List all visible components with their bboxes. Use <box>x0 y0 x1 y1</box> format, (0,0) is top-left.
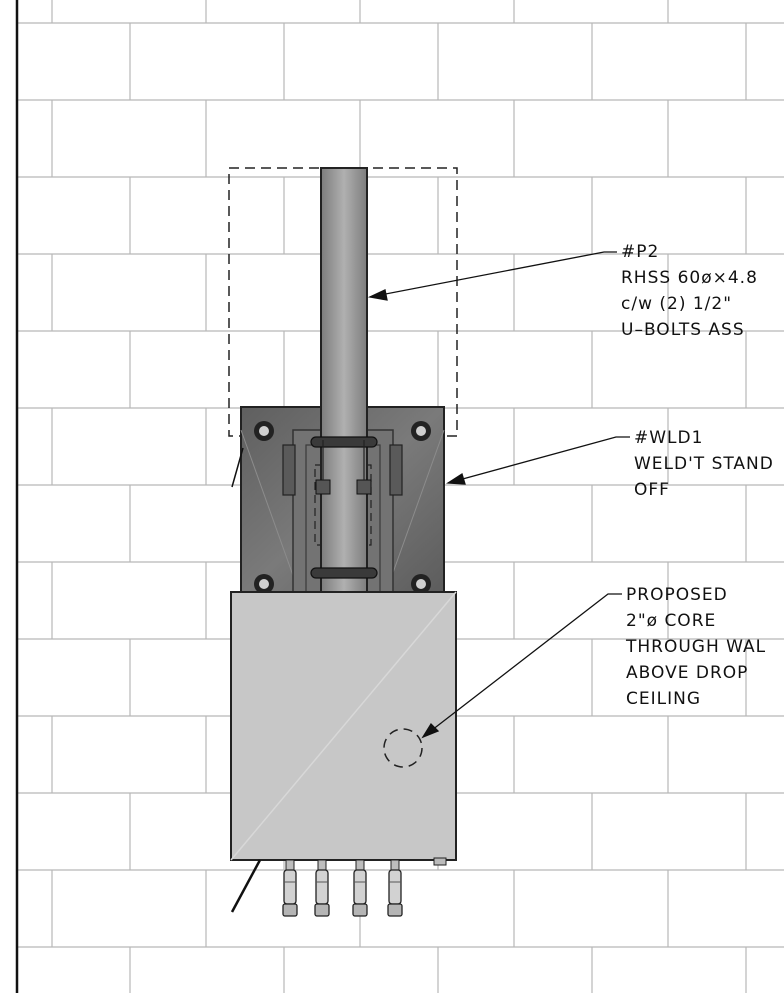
vertical-pipe <box>310 167 378 596</box>
callout-p2-line-3: c/w (2) 1/2" <box>621 294 732 314</box>
cable-gland-icon <box>314 859 330 917</box>
leader-wld1 <box>445 436 630 485</box>
callout-p2-line-2: RHSS 60ø×4.8 <box>621 268 758 288</box>
callout-p2-line-1: #P2 <box>621 242 659 262</box>
callout-core-line-3: THROUGH WAL <box>625 637 766 657</box>
callout-wld1-line-1: #WLD1 <box>634 428 703 448</box>
proposed-core-circle-icon <box>383 728 423 768</box>
callout-p2: #P2 RHSS 60ø×4.8 c/w (2) 1/2" U–BOLTS AS… <box>621 242 758 340</box>
callout-core: PROPOSED 2"ø CORE THROUGH WAL ABOVE DROP… <box>625 585 766 709</box>
leader-core <box>421 593 622 739</box>
callout-core-line-1: PROPOSED <box>626 585 728 605</box>
callout-p2-line-4: U–BOLTS ASS <box>621 320 745 340</box>
callout-core-line-5: CEILING <box>626 689 701 709</box>
callout-wld1: #WLD1 WELD'T STAND OFF <box>634 428 774 500</box>
callout-core-line-2: 2"ø CORE <box>626 611 716 631</box>
corner-bolt-icon <box>254 574 274 594</box>
cable-gland-icon <box>352 859 368 917</box>
cable-line <box>230 859 262 913</box>
cable-gland-icon <box>387 859 403 917</box>
corner-bolt-icon <box>411 574 431 594</box>
cable-line <box>231 447 244 488</box>
enclosure-box <box>230 591 457 866</box>
callout-core-line-4: ABOVE DROP <box>626 663 748 683</box>
cable-gland-icon <box>282 859 298 917</box>
callout-wld1-line-2: WELD'T STAND <box>634 454 774 474</box>
cable-glands <box>282 859 403 917</box>
corner-bolt-icon <box>411 421 431 441</box>
corner-bolt-icon <box>254 421 274 441</box>
leader-p2 <box>367 251 617 301</box>
callout-wld1-line-3: OFF <box>634 480 670 500</box>
